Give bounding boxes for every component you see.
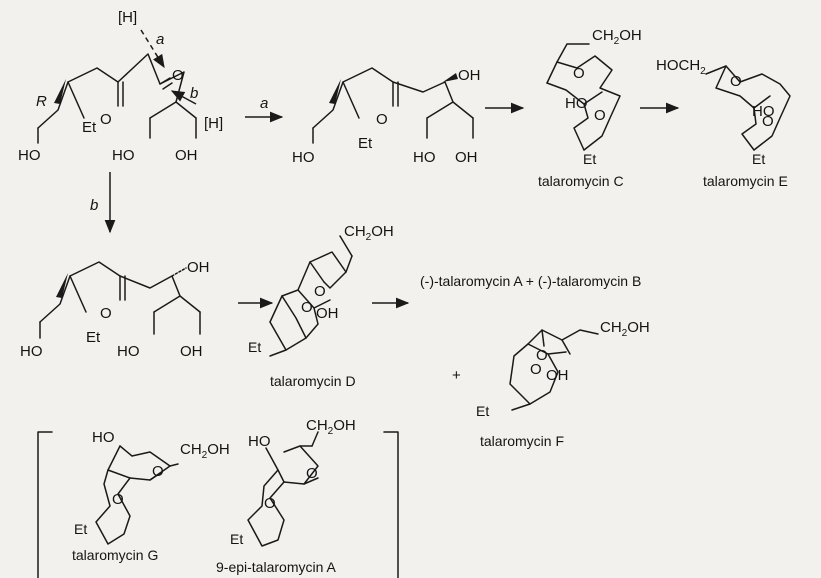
hydroxyl-label: OH [187, 259, 210, 276]
reaction-arrow-a: a [245, 95, 284, 123]
ring-oxygen: O [594, 107, 606, 124]
ethyl-label: Et [248, 339, 261, 355]
compound-name-talaromycin-g: talaromycin G [72, 547, 158, 563]
ch2oh-label: CH2OH [600, 319, 650, 339]
ethyl-label: Et [230, 531, 243, 547]
ring-oxygen: O [306, 465, 318, 482]
ketone-oxygen: O [172, 67, 184, 84]
hydroxyl-label: OH [455, 149, 478, 166]
ring-oxygen: O [112, 491, 124, 508]
compound-name-talaromycin-e: talaromycin E [703, 173, 788, 189]
compound-name-9-epi-talaromycin-a: 9-epi-talaromycin A [216, 559, 336, 575]
ch2oh-label: CH2OH [592, 27, 642, 47]
hydroxyl-label: HO [565, 95, 588, 112]
ethyl-label: Et [358, 135, 373, 152]
path-b-label: b [190, 85, 198, 102]
ketone-oxygen: O [376, 111, 388, 128]
ethyl-label: Et [583, 151, 596, 167]
compound-name-talaromycin-f: talaromycin F [480, 433, 564, 449]
hydroxyl-label: OH [180, 343, 203, 360]
hydride-label: [H] [204, 115, 223, 132]
ring-oxygen: O [314, 283, 326, 300]
path-a-label: a [156, 31, 164, 48]
ring-oxygen: O [573, 65, 585, 82]
reduction-product-b: O OH Et HO HO OH [20, 259, 210, 360]
ethyl-label: Et [82, 119, 97, 136]
ethyl-label: Et [86, 329, 101, 346]
compound-name-talaromycin-c: talaromycin C [538, 173, 624, 189]
starting-diketone: O O R Et HO HO OH [18, 53, 198, 164]
hydroxyl-label: OH [175, 147, 198, 164]
bracketed-byproducts: HO O O CH2OH Et talaromycin G HO O O CH2… [37, 417, 399, 578]
reaction-arrow-b: b [90, 172, 116, 234]
hydroxyl-label: HO [20, 343, 43, 360]
structure-talaromycin-e: HOCH2 O HO O Et talaromycin E [656, 57, 791, 189]
hoch2-label: HOCH2 [656, 57, 706, 77]
ch2oh-label: CH2OH [180, 441, 230, 461]
ring-oxygen: O [730, 73, 742, 90]
hydroxyl-label: HO [112, 147, 135, 164]
hydroxyl-label: HO [292, 149, 315, 166]
ketone-oxygen: O [100, 305, 112, 322]
compound-names-talaromycin-a-b: (-)-talaromycin A + (-)-talaromycin B [420, 273, 641, 289]
ring-oxygen: O [152, 463, 164, 480]
hydroxyl-label: HO [18, 147, 41, 164]
r-configuration-label: R [36, 93, 47, 110]
ch2oh-label: CH2OH [344, 223, 394, 243]
structure-talaromycin-g: HO O O CH2OH Et talaromycin G [72, 429, 230, 563]
ethyl-label: Et [476, 403, 489, 419]
compound-name-talaromycin-d: talaromycin D [270, 373, 356, 389]
hydroxyl-label: HO [413, 149, 436, 166]
hydroxyl-label: OH [458, 67, 481, 84]
hydroxyl-label: HO [117, 343, 140, 360]
hydride-label: [H] [118, 9, 137, 26]
structure-9-epi-talaromycin-a: HO O O CH2OH Et 9-epi-talaromycin A [216, 417, 356, 575]
structure-talaromycin-f: CH2OH O O OH Et talaromycin F [476, 319, 650, 449]
reduction-annotations: [H] a b [H] [118, 9, 223, 132]
hydroxyl-label: OH [316, 305, 339, 322]
structure-talaromycin-c: CH2OH O HO O Et talaromycin C [538, 27, 642, 189]
hydroxyl-label: HO [248, 433, 271, 450]
ring-oxygen: O [530, 361, 542, 378]
ethyl-label: Et [74, 521, 87, 537]
path-b-label: b [90, 197, 98, 214]
ring-oxygen: O [301, 299, 313, 316]
ring-oxygen: O [264, 495, 276, 512]
ring-oxygen: O [536, 347, 548, 364]
plus-sign: + [452, 367, 461, 384]
structure-talaromycin-d: CH2OH O O OH Et talaromycin D [248, 223, 394, 389]
hydroxyl-label: HO [752, 103, 775, 120]
hydroxyl-label: HO [92, 429, 115, 446]
ch2oh-label: CH2OH [306, 417, 356, 437]
hydroxyl-label: OH [546, 367, 569, 384]
ethyl-label: Et [752, 151, 765, 167]
ring-oxygen: O [762, 113, 774, 130]
path-a-label: a [260, 95, 268, 112]
reduction-product-a: O OH Et HO HO OH [292, 67, 481, 166]
ketone-oxygen: O [100, 111, 112, 128]
